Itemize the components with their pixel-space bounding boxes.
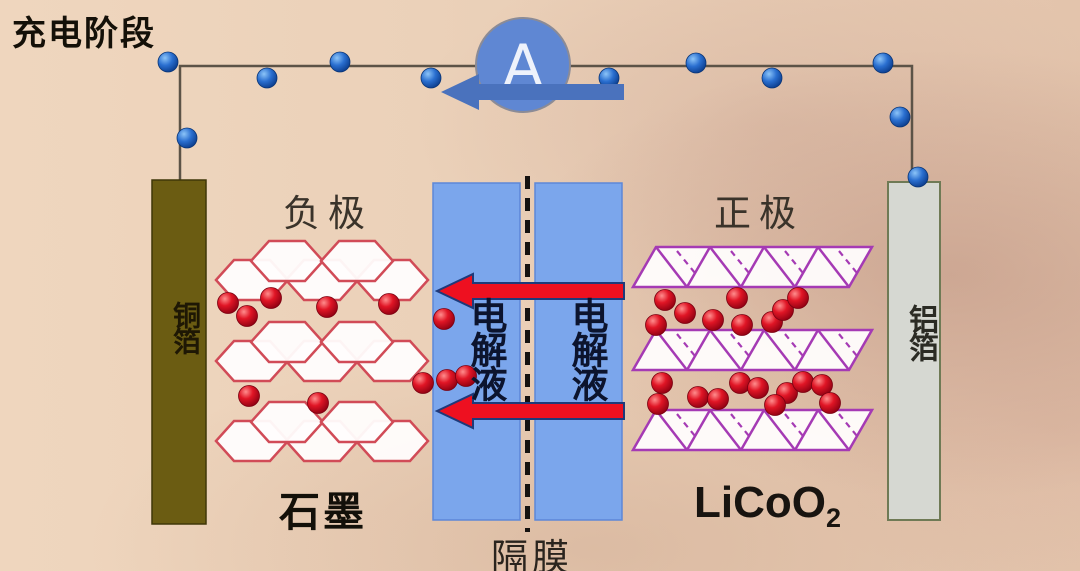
- licoo2-dashed-diagonal: [838, 413, 858, 437]
- ion-flow-arrow-top-icon: [434, 272, 625, 310]
- lithium-ion: [702, 309, 724, 331]
- lithium-ion: [647, 393, 669, 415]
- lithium-ion: [811, 374, 833, 396]
- licoo2-cell-edge: [793, 409, 820, 451]
- licoo2-cell-diagonal: [709, 329, 742, 371]
- electron: [329, 51, 351, 73]
- electrolyte-left: [432, 182, 521, 521]
- lithium-ion: [412, 372, 434, 394]
- graphite-layers-group: [214, 239, 430, 463]
- licoo2-cell-diagonal: [655, 409, 688, 451]
- electrolyte-right: [534, 182, 623, 521]
- licoo2-cell-edge: [685, 246, 712, 288]
- lithium-ion: [433, 308, 455, 330]
- lithium-ion: [238, 385, 260, 407]
- copper-foil-electrode: [151, 179, 207, 525]
- lithium-ion: [217, 292, 239, 314]
- licoo2-cell-diagonal: [817, 246, 850, 288]
- lithium-ions-group: [217, 287, 841, 416]
- aluminum-foil-electrode: [887, 181, 941, 521]
- licoo2-cell-edge: [793, 246, 820, 288]
- lithium-ion: [654, 289, 676, 311]
- separator-label: 隔膜: [491, 538, 573, 571]
- licoo2-cell-diagonal: [817, 409, 850, 451]
- licoo2-cell-edge: [685, 329, 712, 371]
- licoo2-dashed-diagonal: [730, 413, 750, 437]
- licoo2-cell-edge: [739, 409, 766, 451]
- graphite-hexagon: [319, 320, 395, 364]
- licoo2-cell-diagonal: [709, 409, 742, 451]
- graphite-hexagon: [319, 400, 395, 444]
- licoo2-dashed-diagonal: [730, 250, 750, 274]
- licoo2-dashed-diagonal: [784, 333, 804, 357]
- graphite-hexagon: [319, 239, 395, 283]
- licoo2-label: LiCoO2: [694, 478, 841, 534]
- licoo2-cell-diagonal: [763, 409, 796, 451]
- copper-foil-label: 铜箔: [170, 301, 201, 353]
- licoo2-dashed-diagonal: [838, 333, 858, 357]
- lithium-ion: [707, 388, 729, 410]
- lithium-ion: [687, 386, 709, 408]
- lithium-ion: [378, 293, 400, 315]
- lithium-ion: [792, 371, 814, 393]
- licoo2-cell-edge: [685, 409, 712, 451]
- electrolyte-right-label: 电解液: [566, 297, 607, 399]
- electrolyte-left-label: 电解液: [465, 297, 506, 399]
- licoo2-formula: LiCoO: [694, 478, 826, 527]
- lithium-ion: [645, 314, 667, 336]
- positive-electrode-label: 正极: [714, 194, 804, 235]
- electron: [761, 67, 783, 89]
- electron: [157, 51, 179, 73]
- electron: [176, 127, 198, 149]
- licoo2-dashed-diagonal: [676, 250, 696, 274]
- licoo2-cell-diagonal: [817, 329, 850, 371]
- licoo2-dashed-diagonal: [784, 413, 804, 437]
- licoo2-layers-group: [630, 245, 875, 452]
- licoo2-cell-diagonal: [709, 246, 742, 288]
- licoo2-subscript: 2: [825, 503, 842, 533]
- negative-electrode-label: 负极: [283, 194, 373, 235]
- lithium-ion: [787, 287, 809, 309]
- licoo2-dashed-diagonal: [784, 250, 804, 274]
- lithium-ion: [236, 305, 258, 327]
- electrons-group: [157, 51, 929, 188]
- licoo2-cell-edge: [793, 329, 820, 371]
- lithium-ion: [674, 302, 696, 324]
- electron: [256, 67, 278, 89]
- electron: [889, 106, 911, 128]
- licoo2-cell-diagonal: [763, 329, 796, 371]
- licoo2-cell-edge: [739, 329, 766, 371]
- lithium-ion: [260, 287, 282, 309]
- lithium-ion: [455, 365, 477, 387]
- graphite-label: 石墨: [279, 489, 367, 535]
- lithium-ion: [726, 287, 748, 309]
- page-title: 充电阶段: [12, 16, 156, 53]
- licoo2-dashed-diagonal: [676, 333, 696, 357]
- lithium-ion: [772, 299, 794, 321]
- licoo2-cell-diagonal: [763, 246, 796, 288]
- lithium-ion: [764, 394, 786, 416]
- licoo2-dashed-diagonal: [676, 413, 696, 437]
- electron: [685, 52, 707, 74]
- lithium-ion: [819, 392, 841, 414]
- lithium-ion: [307, 392, 329, 414]
- electron: [872, 52, 894, 74]
- lithium-ion: [731, 314, 753, 336]
- electron-current-arrow-icon: [441, 74, 624, 110]
- lithium-ion: [747, 377, 769, 399]
- licoo2-dashed-diagonal: [730, 333, 750, 357]
- licoo2-cell-diagonal: [655, 329, 688, 371]
- ion-flow-arrow-bottom-icon: [434, 392, 625, 430]
- lithium-ion: [729, 372, 751, 394]
- licoo2-cell-edge: [739, 246, 766, 288]
- aluminum-foil-label: 铝箔: [904, 304, 937, 360]
- lithium-ion: [436, 369, 458, 391]
- lithium-ion: [651, 372, 673, 394]
- lithium-ion: [316, 296, 338, 318]
- electron: [907, 166, 929, 188]
- licoo2-cell-diagonal: [655, 246, 688, 288]
- electron: [420, 67, 442, 89]
- licoo2-dashed-diagonal: [838, 250, 858, 274]
